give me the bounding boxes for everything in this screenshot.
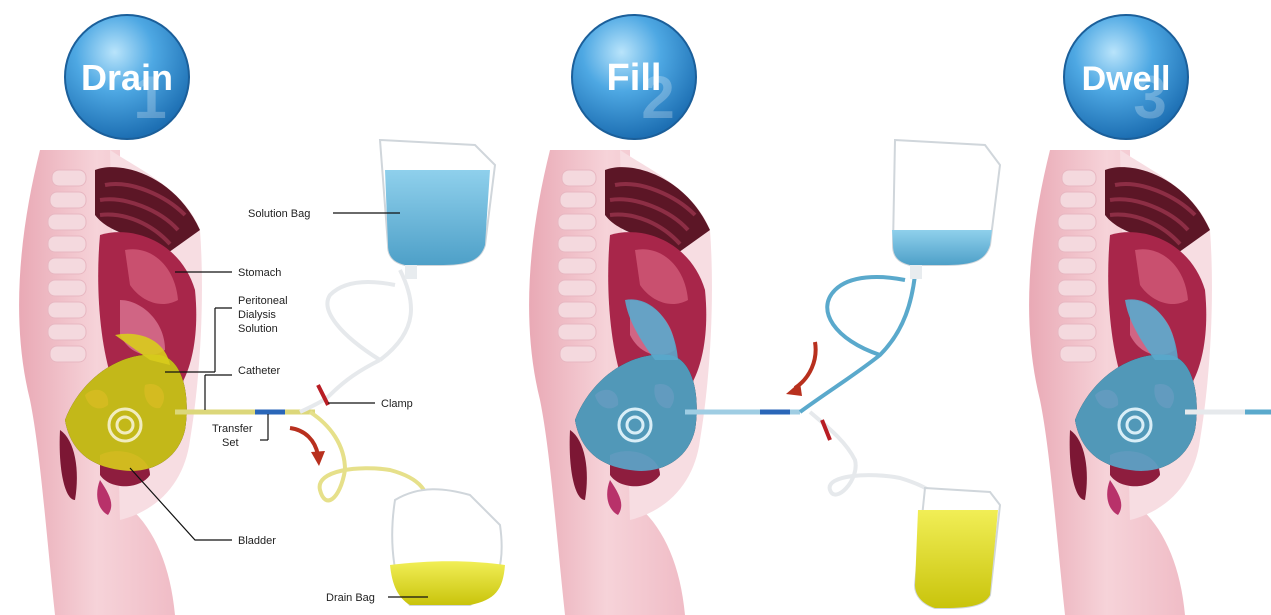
torso-drain [19, 150, 202, 615]
drain-bag-drain [390, 489, 505, 605]
step-title-fill: Fill [607, 57, 662, 99]
panel-fill: 2 Fill [529, 15, 1000, 615]
panel-dwell: 3 Dwell [1029, 15, 1271, 615]
step-badge-dwell: 3 Dwell [1064, 15, 1188, 139]
label-transfer-line1: Transfer [212, 423, 253, 435]
torso-fill [529, 150, 712, 615]
step-title-dwell: Dwell [1082, 60, 1171, 98]
label-drain-bag: Drain Bag [326, 592, 375, 604]
label-peritoneal-line3: Solution [238, 323, 278, 335]
solution-bag-fill [892, 140, 1000, 279]
label-peritoneal-line1: Peritoneal [238, 295, 288, 307]
flow-arrow-drain [290, 428, 318, 455]
step-badge-drain: 1 Drain [65, 15, 189, 139]
label-stomach: Stomach [238, 267, 281, 279]
label-catheter: Catheter [238, 365, 281, 377]
label-solution-bag: Solution Bag [248, 208, 310, 220]
solution-bag-drain [380, 140, 495, 279]
label-peritoneal-line2: Dialysis [238, 309, 276, 321]
label-bladder: Bladder [238, 535, 276, 547]
step-badge-fill: 2 Fill [572, 15, 696, 139]
tubing-fill [685, 275, 935, 495]
step-title-drain: Drain [81, 57, 173, 98]
drain-bag-fill [915, 488, 1000, 608]
label-transfer-line2: Set [222, 437, 239, 449]
torso-dwell [1029, 150, 1212, 615]
label-clamp: Clamp [381, 398, 413, 410]
flow-arrow-fill [795, 342, 816, 388]
